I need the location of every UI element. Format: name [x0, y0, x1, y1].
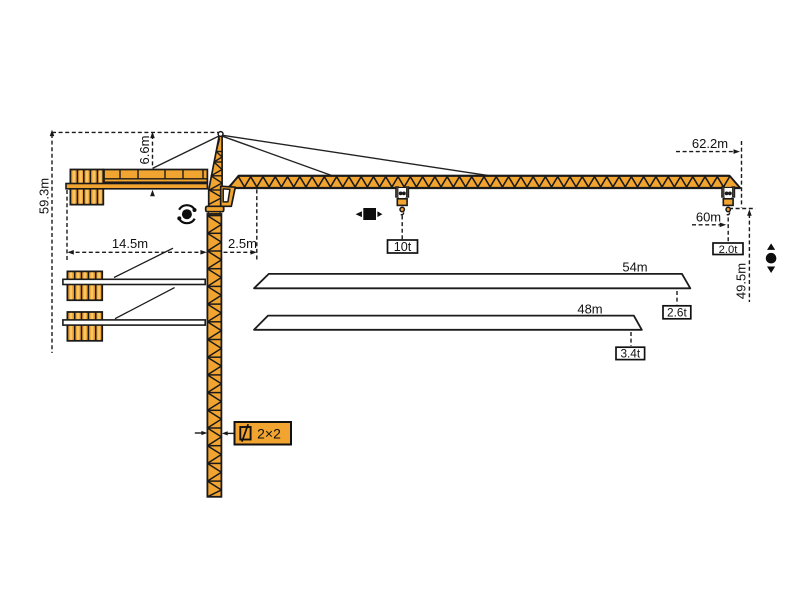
- svg-text:59.3m: 59.3m: [36, 178, 51, 214]
- svg-text:2×2: 2×2: [257, 426, 281, 442]
- svg-text:6.6m: 6.6m: [137, 136, 152, 165]
- svg-text:2.6t: 2.6t: [667, 306, 687, 320]
- svg-text:2.0t: 2.0t: [719, 244, 739, 256]
- svg-text:2.5m: 2.5m: [228, 236, 257, 251]
- svg-text:60m: 60m: [696, 210, 721, 225]
- svg-text:14.5m: 14.5m: [112, 236, 148, 251]
- svg-text:10t: 10t: [394, 240, 412, 254]
- svg-text:3.4t: 3.4t: [620, 347, 640, 361]
- svg-text:49.5m: 49.5m: [734, 263, 749, 299]
- svg-text:48m: 48m: [577, 301, 602, 316]
- svg-text:54m: 54m: [622, 260, 647, 275]
- svg-text:62.2m: 62.2m: [692, 136, 728, 151]
